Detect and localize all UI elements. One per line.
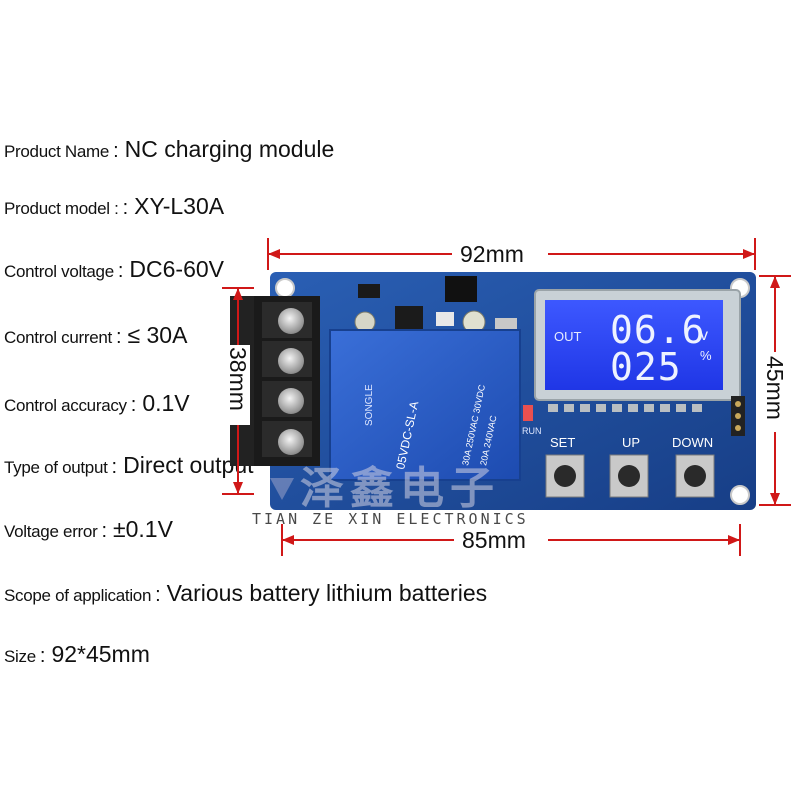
lcd-bezel xyxy=(534,289,741,401)
dimension-bottom-label: 85mm xyxy=(462,527,526,553)
spec-scope-of-application: Scope of application : Various battery l… xyxy=(4,580,487,607)
spec-label: Control voltage xyxy=(4,262,114,281)
mounting-hole xyxy=(730,485,750,505)
screw-icon xyxy=(278,348,304,374)
terminal-block-side xyxy=(230,296,254,466)
lcd-screen xyxy=(545,300,723,390)
spec-separator: : xyxy=(122,197,129,219)
lcd-percent-unit: % xyxy=(700,348,712,363)
spec-value: 92*45mm xyxy=(51,641,150,667)
spec-control-voltage: Control voltage : DC6-60V xyxy=(4,256,224,283)
spec-label: Product model : xyxy=(4,199,119,218)
run-label: RUN xyxy=(522,426,542,436)
spec-label: Control current xyxy=(4,328,112,347)
lcd-out-label: OUT xyxy=(554,329,582,344)
set-button-label: SET xyxy=(550,435,575,450)
side-header xyxy=(731,396,745,436)
spec-separator: : xyxy=(130,394,137,416)
up-button[interactable] xyxy=(609,454,649,498)
terminal-block xyxy=(252,296,320,466)
screw-icon xyxy=(278,388,304,414)
down-button-label: DOWN xyxy=(672,435,713,450)
spec-value: DC6-60V xyxy=(129,256,225,282)
spec-label: Product Name xyxy=(4,142,110,161)
transistor xyxy=(395,306,423,336)
spec-label: Voltage error xyxy=(4,522,98,541)
spec-type-of-output: Type of output : Direct output xyxy=(4,452,254,479)
spec-value: ≤ 30A xyxy=(127,322,188,348)
spec-separator: : xyxy=(155,584,161,606)
watermark-chinese: 泽鑫电子 xyxy=(300,464,500,513)
up-button-cap[interactable] xyxy=(618,465,640,487)
spec-separator: : xyxy=(111,456,118,478)
lcd-voltage-unit: v xyxy=(700,327,708,344)
resistor xyxy=(495,318,517,330)
dim-right-bg xyxy=(763,352,787,432)
spec-label: Type of output xyxy=(4,458,108,477)
spec-label: Control accuracy xyxy=(4,396,127,415)
watermark-english: TIAN ZE XIN ELECTRONICS xyxy=(252,510,529,528)
down-button[interactable] xyxy=(675,454,715,498)
spec-product-name: Product Name : NC charging module xyxy=(4,136,334,163)
dimension-right-label: 45mm xyxy=(762,356,788,420)
down-button-group: DOWN xyxy=(672,435,715,498)
ic-chip xyxy=(445,276,477,302)
set-button-group: SET xyxy=(545,435,585,498)
up-button-group: UP xyxy=(609,435,649,498)
lcd-pins xyxy=(548,404,702,412)
spec-voltage-error: Voltage error : ±0.1V xyxy=(4,516,173,543)
down-button-cap[interactable] xyxy=(684,465,706,487)
spec-size: Size : 92*45mm xyxy=(4,641,150,668)
capacitor xyxy=(462,310,486,334)
terminal-screws xyxy=(262,302,312,457)
spec-control-current: Control current : ≤ 30A xyxy=(4,322,187,349)
spec-value: XY-L30A xyxy=(134,193,225,219)
run-led xyxy=(523,405,533,421)
spec-label: Size xyxy=(4,647,36,666)
lcd-voltage: 06.6 xyxy=(610,308,706,352)
diode-component xyxy=(358,284,380,298)
dim-left-bg xyxy=(226,345,250,425)
mounting-hole xyxy=(275,278,295,298)
spec-separator: : xyxy=(101,520,107,542)
dim-top-bg xyxy=(452,240,548,268)
spec-control-accuracy: Control accuracy : 0.1V xyxy=(4,390,190,417)
dimension-top-label: 92mm xyxy=(460,241,524,267)
spec-separator: : xyxy=(113,140,119,162)
spec-separator: : xyxy=(115,326,122,348)
resistor xyxy=(436,312,454,326)
spec-value: 0.1V xyxy=(142,390,190,416)
mounting-hole xyxy=(730,278,750,298)
set-button[interactable] xyxy=(545,454,585,498)
spec-value: ±0.1V xyxy=(113,516,173,542)
relay-brand: SONGLE xyxy=(364,384,375,426)
set-button-cap[interactable] xyxy=(554,465,576,487)
spec-separator: : xyxy=(117,260,124,282)
lcd-percent: 025 xyxy=(610,345,682,389)
capacitor xyxy=(354,311,376,333)
watermark-logo-icon xyxy=(270,478,294,500)
dim-bottom-bg xyxy=(454,526,548,554)
spec-value: Various battery lithium batteries xyxy=(166,580,488,606)
spec-label: Scope of application xyxy=(4,586,152,605)
dimension-left-label: 38mm xyxy=(225,347,251,411)
spec-value: Direct output xyxy=(123,452,254,478)
spec-product-model: Product model : : XY-L30A xyxy=(4,193,224,220)
spec-value: NC charging module xyxy=(124,136,335,162)
up-button-label: UP xyxy=(622,435,640,450)
lcd-display: OUT 06.6 v 025 % xyxy=(534,289,741,401)
screw-icon xyxy=(278,308,304,334)
spec-separator: : xyxy=(39,645,46,667)
